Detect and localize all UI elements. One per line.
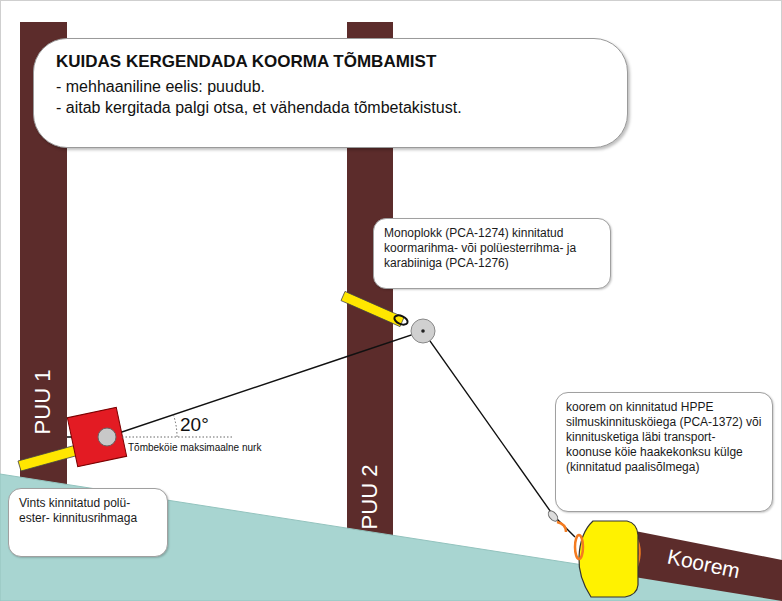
rope-line <box>347 331 575 537</box>
winch-strap <box>18 445 79 471</box>
load-node: Koorem <box>575 515 782 601</box>
tree-label: PUU 1 <box>30 370 56 435</box>
hook-loop <box>557 522 566 532</box>
hook <box>546 509 559 523</box>
body-text: - mehhaaniline eelis: puudub. <box>56 76 605 97</box>
angle-caption: Tõmbeköie maksimaalne nurk <box>128 442 261 454</box>
winch-group <box>67 407 126 466</box>
callout-box: koorem on kinnitatud HPPE silmuskinnitus… <box>555 392 773 512</box>
carabiner <box>393 313 409 326</box>
pulley-axle <box>421 329 425 333</box>
winch-body <box>67 407 126 466</box>
heading-text: KUIDAS KERGENDADA KOORMA TÕMBAMIST <box>56 51 605 73</box>
cone-rope-ring <box>575 535 583 559</box>
body-text: - aitab kergitada palgi otsa, et vähenda… <box>56 97 605 118</box>
callout-box: Monoplokk (PCA-1274) kinnitatud koormari… <box>373 218 611 289</box>
pulley-strap <box>341 291 404 326</box>
pulley-block <box>411 319 435 343</box>
angle-arc <box>173 413 177 437</box>
callout-text: koorem on kinnitatud HPPE silmuskinnitus… <box>566 400 762 475</box>
winch-drum <box>98 428 116 446</box>
transport-cone <box>579 521 638 597</box>
tree-label: PUU 2 <box>357 465 383 530</box>
title-box: KUIDAS KERGENDADA KOORMA TÕMBAMIST - mehh… <box>33 38 628 148</box>
callout-text: Vints kinnitatud polü- ester- kinnitusri… <box>19 496 157 526</box>
angle-value: 20° <box>180 413 209 436</box>
log-shape <box>622 530 782 601</box>
callout-text: Monoplokk (PCA-1274) kinnitatud koormari… <box>384 226 600 271</box>
callout-box: Vints kinnitatud polü- ester- kinnitusri… <box>8 488 168 557</box>
